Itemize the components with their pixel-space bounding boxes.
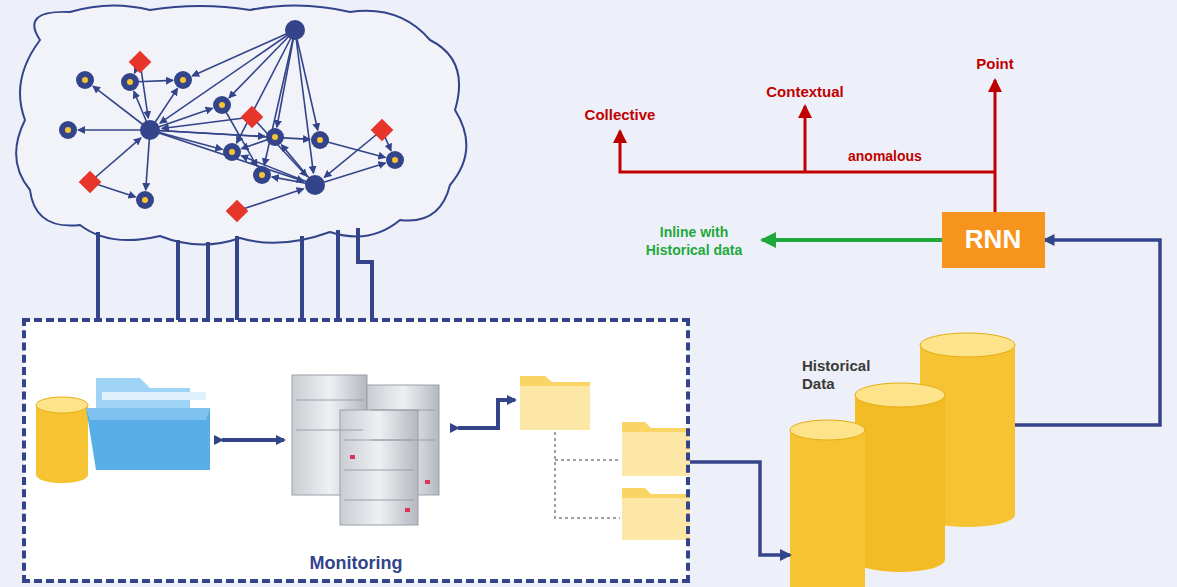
network-link [241, 156, 315, 185]
database-cylinders [790, 333, 1015, 587]
branch-label: anomalous [848, 148, 922, 166]
network-node [311, 131, 329, 149]
network-node [76, 71, 94, 89]
anomaly-type: Contextual [766, 83, 844, 102]
node-dot [219, 102, 225, 108]
node-dot [127, 79, 133, 85]
node-dot [180, 77, 186, 83]
node-dot [317, 137, 323, 143]
network-link [192, 30, 295, 76]
data-flow-arrow [690, 462, 790, 555]
monitoring-box: Monitoring [22, 318, 690, 583]
network-link [93, 86, 150, 130]
network-link [162, 117, 252, 128]
network-diamond [371, 119, 394, 142]
node-dot [142, 197, 148, 203]
network-link [324, 130, 382, 177]
network-link [237, 30, 295, 143]
network-link [78, 129, 150, 131]
anomaly-type: Point [976, 55, 1014, 74]
server-icon [292, 375, 439, 525]
network-node [174, 71, 192, 89]
network-graph [59, 20, 404, 222]
network-node [305, 175, 325, 195]
node-text: Historical Data [802, 357, 892, 393]
network-node [121, 73, 139, 91]
network-link [264, 30, 295, 165]
network-link [90, 138, 141, 182]
node-dot [392, 157, 398, 163]
anomaly-type: Collective [585, 106, 656, 125]
network-node [285, 20, 305, 40]
rnn-box: RNN [942, 212, 1045, 268]
network-diamond [241, 106, 264, 129]
network-cloud [16, 5, 466, 244]
network-link [237, 189, 304, 211]
network-node [140, 120, 160, 140]
node-text: RNN [965, 224, 1021, 255]
network-node [59, 121, 77, 139]
folder-icon [86, 378, 210, 470]
monitoring-ground [24, 320, 688, 581]
feed-arrows [98, 228, 372, 330]
database-icon [36, 397, 88, 483]
folder-icon [520, 376, 690, 540]
network-link [160, 30, 295, 123]
network-diamond [79, 171, 102, 194]
network-node [386, 151, 404, 169]
node-dot [229, 149, 235, 155]
network-diamond [129, 51, 152, 74]
network-link [295, 30, 313, 173]
network-link [229, 30, 295, 98]
node-dot [272, 134, 278, 140]
network-node [253, 166, 271, 184]
normal-outcome-label: Inline with Historical data [634, 224, 754, 259]
network-node [136, 191, 154, 209]
node-dot [65, 127, 71, 133]
network-link [277, 30, 295, 127]
network-diamond [226, 200, 249, 223]
historical-data-store: Historical Data [790, 335, 1015, 587]
network-node [213, 96, 231, 114]
network-node [266, 128, 284, 146]
node-dot [259, 172, 265, 178]
normal-arrow [762, 238, 942, 242]
node-text: Monitoring [26, 553, 686, 575]
network-node [223, 143, 241, 161]
folder-tree-line [555, 432, 620, 518]
anomaly-tree [620, 80, 995, 212]
network-link [315, 163, 385, 185]
node-dot [82, 77, 88, 83]
